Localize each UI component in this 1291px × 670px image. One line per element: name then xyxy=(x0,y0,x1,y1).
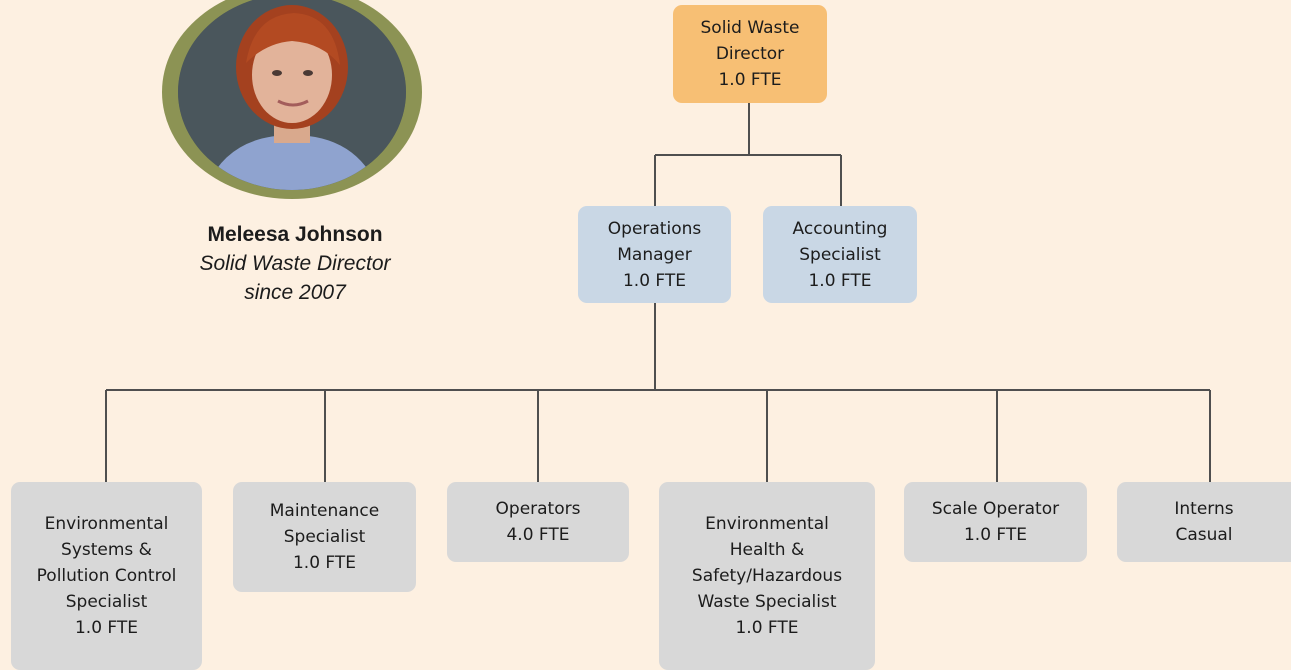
node-title: Scale Operator xyxy=(931,499,1060,519)
node-fte: 1.0 FTE xyxy=(735,618,799,638)
node-title: Interns xyxy=(1174,499,1234,519)
node-fte: 1.0 FTE xyxy=(74,618,139,638)
node-fte: 4.0 FTE xyxy=(506,525,570,545)
node-operators: Operators 4.0 FTE xyxy=(447,482,629,562)
node-fte: 1.0 FTE xyxy=(808,270,872,291)
profile-caption: Meleesa Johnson Solid Waste Director sin… xyxy=(150,220,440,307)
node-fte: 1.0 FTE xyxy=(622,270,687,291)
person-role: Solid Waste Director xyxy=(199,252,391,275)
node-title: Environmental Health & Safety/Hazardous … xyxy=(691,514,843,612)
node-fte: Casual xyxy=(1175,525,1233,545)
node-accounting-specialist: Accounting Specialist 1.0 FTE xyxy=(763,206,917,303)
node-title: Environmental Systems & Pollution Contro… xyxy=(36,514,177,612)
node-environmental-systems-specialist: Environmental Systems & Pollution Contro… xyxy=(11,482,202,670)
node-environmental-health-safety-specialist: Environmental Health & Safety/Hazardous … xyxy=(659,482,875,670)
person-name: Meleesa Johnson xyxy=(207,223,383,246)
person-tenure: since 2007 xyxy=(244,281,346,304)
node-fte: 1.0 FTE xyxy=(292,553,357,573)
person-portrait xyxy=(178,0,406,190)
node-operations-manager: Operations Manager 1.0 FTE xyxy=(578,206,731,303)
node-title: Operators xyxy=(495,499,581,519)
node-title: Operations Manager xyxy=(607,218,702,265)
node-interns: Interns Casual xyxy=(1117,482,1291,562)
profile-photo xyxy=(162,0,422,199)
node-title: Maintenance Specialist xyxy=(269,501,380,547)
node-scale-operator: Scale Operator 1.0 FTE xyxy=(904,482,1087,562)
node-maintenance-specialist: Maintenance Specialist 1.0 FTE xyxy=(233,482,416,592)
node-title: Accounting Specialist xyxy=(792,218,888,265)
node-fte: 1.0 FTE xyxy=(963,525,1028,545)
node-title: Solid Waste Director xyxy=(700,18,800,64)
node-solid-waste-director: Solid Waste Director 1.0 FTE xyxy=(673,5,827,103)
node-fte: 1.0 FTE xyxy=(718,70,782,90)
